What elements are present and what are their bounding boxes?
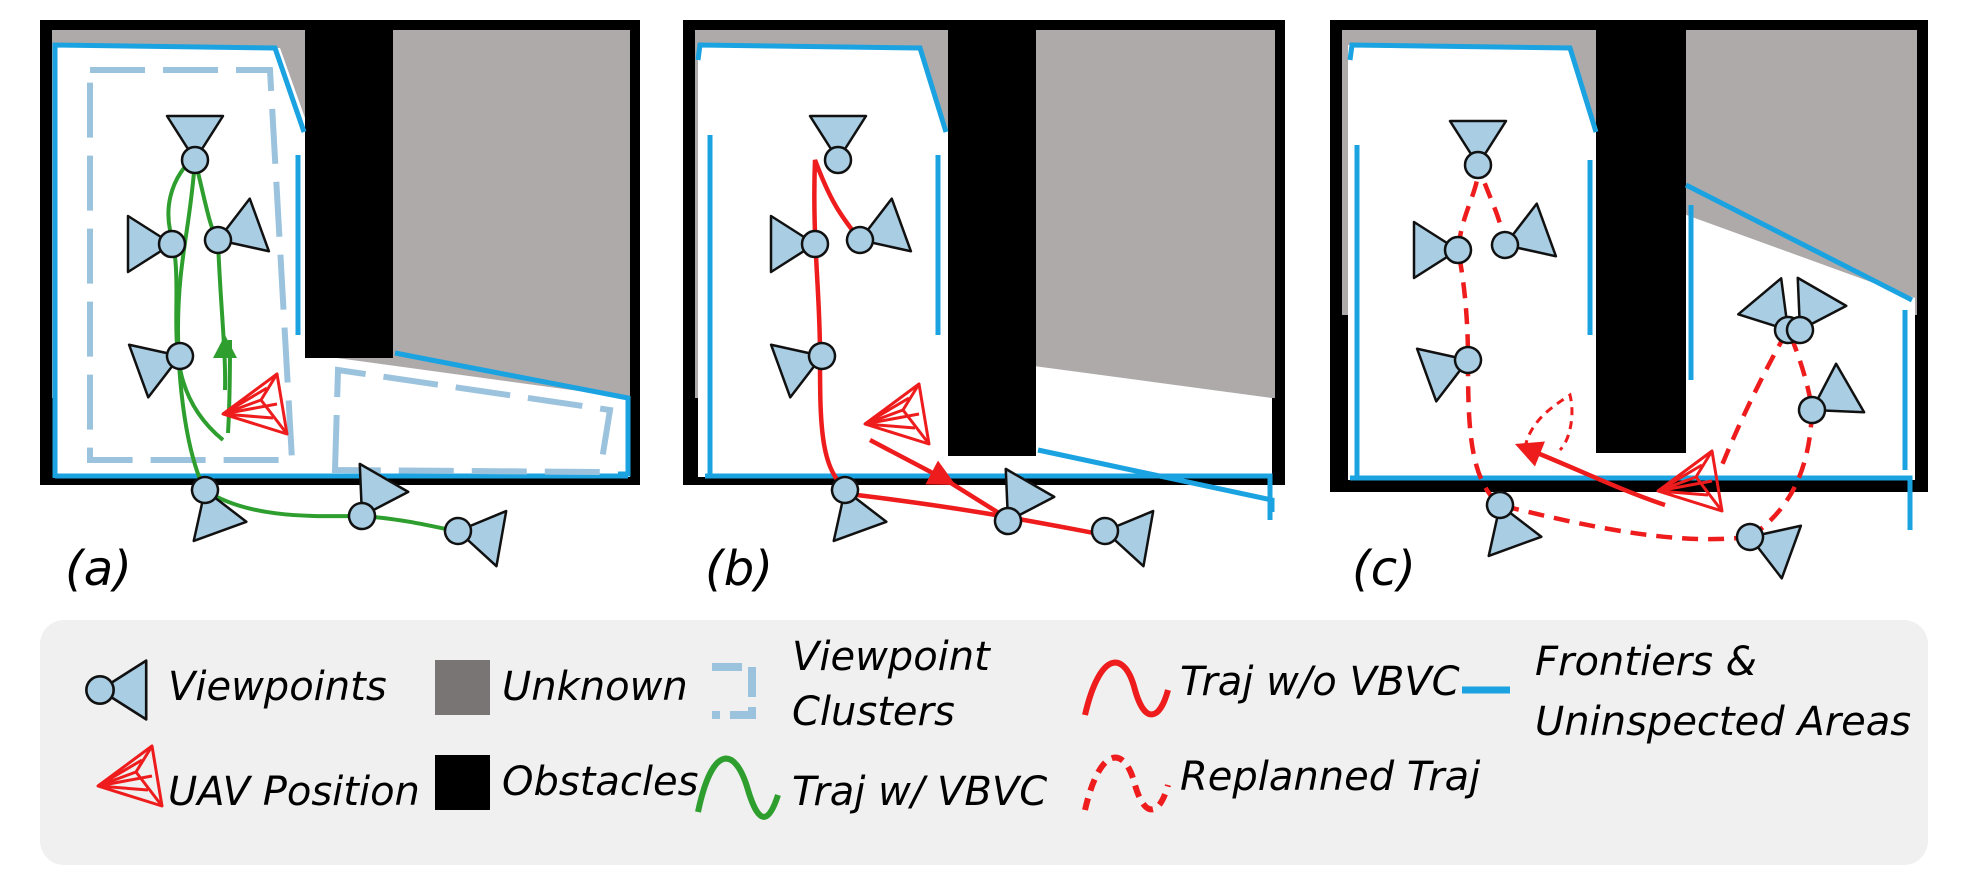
panel-c-replanned-arrow — [1523, 392, 1574, 452]
panel-a-trajectory — [175, 159, 212, 502]
panel-c-frontier — [1684, 182, 1914, 303]
obstacles-legend-swatch — [435, 755, 490, 810]
panel-c-obstacle — [1596, 28, 1686, 453]
panel-a-frontier — [52, 42, 307, 478]
panel-a-viewpoint-cluster — [87, 67, 296, 463]
legend-frontiers-line1: Frontiers & — [1535, 639, 1757, 685]
legend-traj-with-vbvc: Traj w/ VBVC — [792, 769, 1047, 815]
legend-viewpoint-clusters-line2: Clusters — [792, 689, 955, 735]
panel-a-label: (a) — [65, 541, 132, 597]
panel-a-trajectory-arrow — [213, 335, 237, 358]
panel-b-label: (b) — [705, 541, 773, 597]
panel-c-viewpoint — [1726, 504, 1803, 580]
legend-viewpoints: Viewpoints — [168, 664, 387, 710]
panel-a-obstacle — [305, 28, 393, 358]
legend: Viewpoints Unknown Viewpoint Clusters Tr… — [40, 620, 1928, 865]
panel-c-label: (c) — [1352, 541, 1416, 597]
panel-a-trajectory — [203, 488, 461, 534]
panel-a-viewpoint — [439, 499, 508, 568]
traj-without-vbvc-legend-icon — [1082, 659, 1171, 718]
legend-traj-without-vbvc: Traj w/o VBVC — [1180, 659, 1460, 705]
panel-b-frontier — [705, 473, 1273, 520]
panel-b-obstacle — [948, 28, 1036, 456]
panel-c-frontier — [1350, 475, 1913, 530]
panel-a: (a) — [40, 20, 640, 597]
unknown-legend-swatch — [435, 660, 490, 715]
legend-obstacles: Obstacles — [502, 759, 698, 805]
legend-background — [40, 620, 1928, 865]
legend-frontiers-line2: Uninspected Areas — [1535, 699, 1911, 745]
panel-c-trajectory — [1514, 441, 1666, 508]
legend-uav-position: UAV Position — [168, 769, 420, 815]
legend-unknown: Unknown — [502, 664, 688, 710]
legend-viewpoint-clusters-line1: Viewpoint — [792, 634, 991, 680]
traj-with-vbvc-legend-icon — [695, 755, 781, 820]
panel-b-trajectory — [868, 438, 956, 486]
replanned-traj-legend-icon — [1082, 754, 1171, 813]
panel-c: (c) — [1330, 20, 1928, 597]
panel-a-viewpoint-cluster — [331, 366, 614, 476]
panel-c-replanned-trajectory — [1717, 325, 1815, 539]
panel-b: (b) — [683, 20, 1285, 597]
panel-c-viewpoint — [1467, 481, 1543, 558]
panel-b-trajectory — [812, 159, 1106, 538]
panel-c-frontier — [1347, 42, 1599, 133]
panel-b-frontier — [695, 42, 949, 133]
legend-replanned-traj: Replanned Traj — [1180, 754, 1481, 800]
viewpoint-clusters-legend-icon — [712, 663, 756, 719]
panel-b-viewpoint — [1086, 499, 1155, 568]
